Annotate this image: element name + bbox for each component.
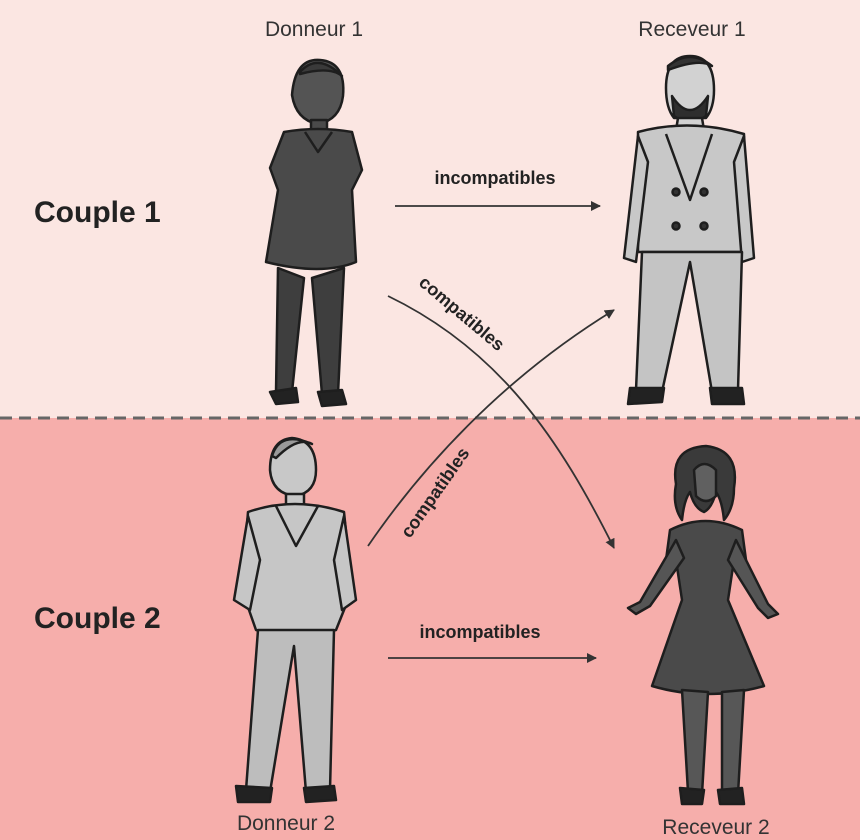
recipient2-label: Receveur 2	[662, 816, 769, 839]
couple2-label: Couple 2	[34, 602, 161, 635]
couple1-label: Couple 1	[34, 196, 161, 229]
incompatible-label-couple1: incompatibles	[434, 168, 555, 188]
recipient1-label: Receveur 1	[638, 18, 745, 41]
donor2-label: Donneur 2	[237, 812, 335, 835]
incompatible-label-couple2: incompatibles	[419, 622, 540, 642]
donor1-label: Donneur 1	[265, 18, 363, 41]
